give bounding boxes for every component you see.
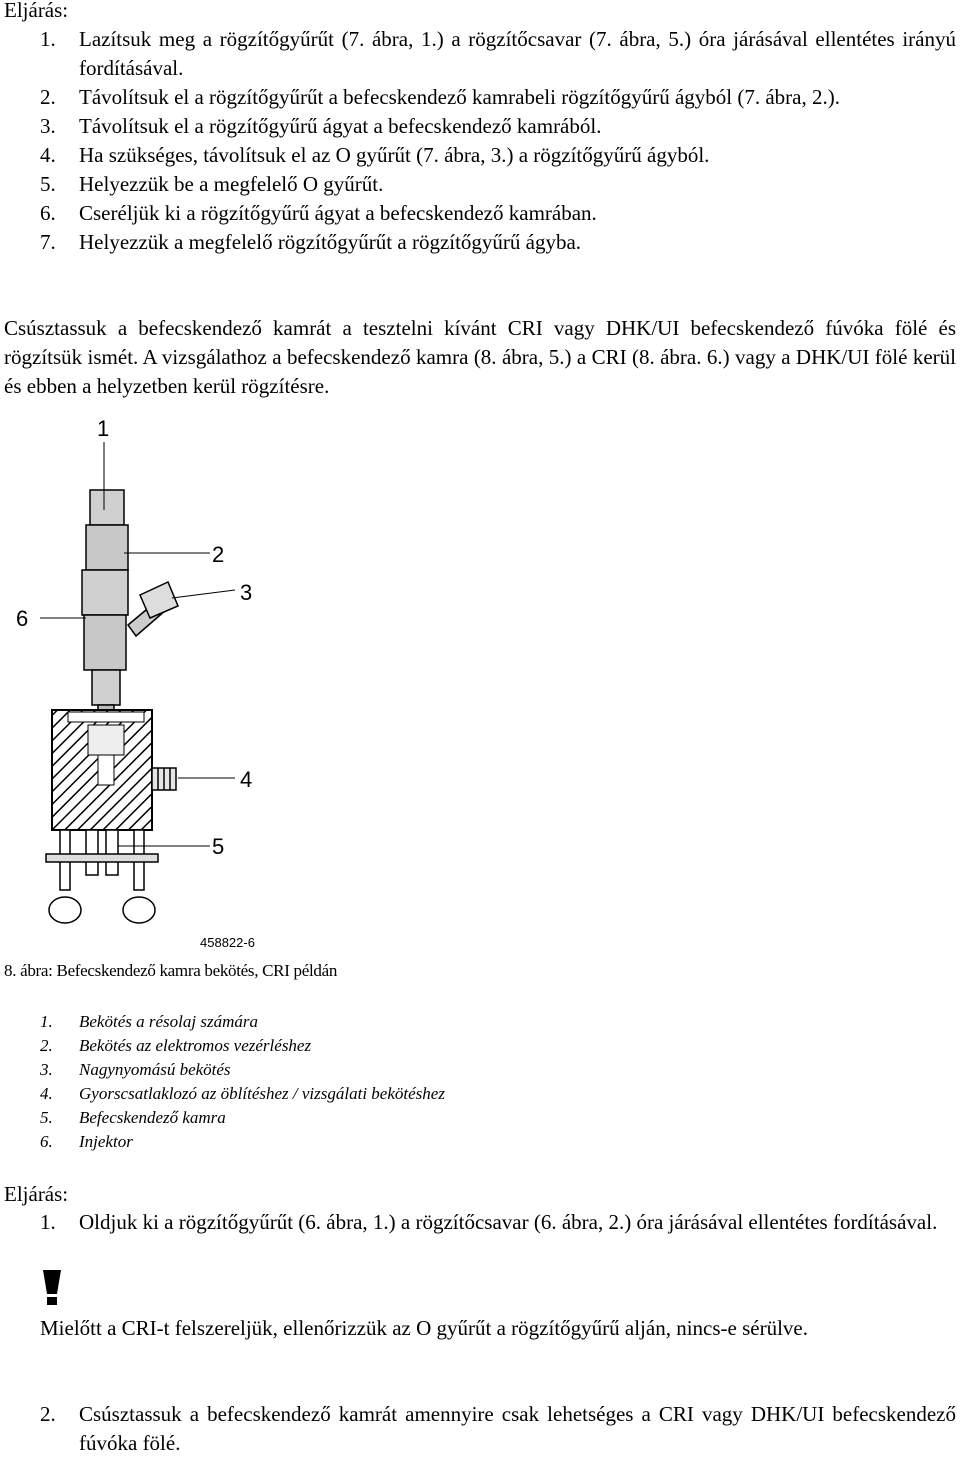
procedure-heading-2: Eljárás: (4, 1182, 69, 1206)
legend-item: 5.Befecskendező kamra (40, 1108, 226, 1127)
callout-3: 3 (240, 580, 252, 605)
step-3: 3.Távolítsuk el a rögzítőgyűrű ágyat a b… (40, 114, 602, 138)
procedure-steps: 1.Lazítsuk meg a rögzítőgyűrűt (7. ábra,… (0, 25, 960, 257)
callout-1: 1 (97, 416, 109, 441)
step-1: 1.Lazítsuk meg a rögzítőgyűrűt (7. ábra,… (40, 27, 956, 80)
procedure-steps-2: 1.Oldjuk ki a rögzítőgyűrűt (6. ábra, 1.… (0, 1208, 960, 1237)
step-5: 5.Helyezzük be a megfelelő O gyűrűt. (40, 172, 384, 196)
step-4: 4.Ha szükséges, távolítsuk el az O gyűrű… (40, 143, 710, 167)
legend-item: 4.Gyorscsatlaklozó az öblítéshez / vizsg… (40, 1084, 445, 1103)
callout-6: 6 (16, 606, 28, 631)
warning-text: Mielőtt a CRI-t felszereljük, ellenőrizz… (40, 1316, 808, 1340)
figure-caption: 8. ábra: Befecskendező kamra bekötés, CR… (4, 961, 338, 980)
step-2: 2.Távolítsuk el a rögzítőgyűrűt a befecs… (40, 85, 840, 109)
callout-5: 5 (212, 834, 224, 859)
figure-legend: 1.Bekötés a résolaj számára 2.Bekötés az… (0, 1010, 445, 1154)
injector-chamber-figure: 1 2 3 4 5 6 458822-6 (16, 416, 255, 950)
step-2-1: 1.Oldjuk ki a rögzítőgyűrűt (6. ábra, 1.… (40, 1210, 938, 1234)
callout-2: 2 (212, 542, 224, 567)
legend-item: 6.Injektor (40, 1132, 133, 1151)
legend-item: 2.Bekötés az elektromos vezérléshez (40, 1036, 312, 1055)
procedure-steps-2b: 2.Csúsztassuk a befecskendező kamrát ame… (0, 1400, 960, 1458)
procedure-heading: Eljárás: (4, 0, 69, 22)
callout-4: 4 (240, 767, 252, 792)
legend-item: 3.Nagynyomású bekötés (40, 1060, 231, 1079)
figure-code: 458822-6 (200, 935, 255, 950)
legend-item: 1.Bekötés a résolaj számára (40, 1012, 258, 1031)
exclamation-icon (43, 1270, 61, 1305)
step-7: 7.Helyezzük a megfelelő rögzítőgyűrűt a … (40, 230, 582, 254)
step-2-2: 2.Csúsztassuk a befecskendező kamrát ame… (40, 1402, 956, 1455)
intro-paragraph: Csúsztassuk a befecskendező kamrát a tes… (4, 316, 956, 398)
step-6: 6.Cseréljük ki a rögzítőgyűrű ágyat a be… (40, 201, 597, 225)
